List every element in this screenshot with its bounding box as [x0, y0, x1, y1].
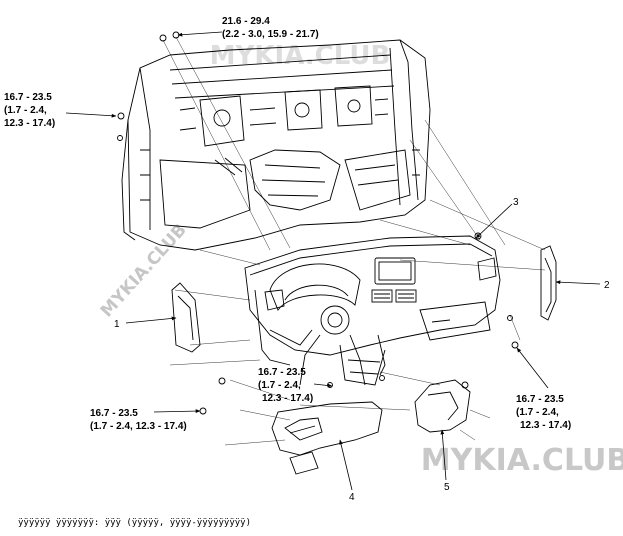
callout-5: 5 [444, 482, 450, 493]
torque-spec-top: 21.6 - 29.4 (2.2 - 3.0, 15.9 - 21.7) [222, 16, 319, 40]
vehicle-body-cowl [117, 31, 431, 251]
crash-pad-assembly [199, 232, 519, 415]
torque-spec-right: 16.7 - 23.5 (1.7 - 2.4, 12.3 - 17.4) [516, 394, 571, 431]
torque-leaders [65, 31, 549, 414]
console-side-cover [414, 379, 471, 433]
lower-crash-pad-panel [271, 401, 383, 475]
watermark-bottom-right: MYKIA.CLUB [421, 443, 623, 478]
torque-leader-lower-left [153, 409, 201, 414]
torque-spec-center: 16.7 - 23.5 (1.7 - 2.4, 12.3 - 17.4) [258, 367, 313, 404]
torque-leader-right [516, 347, 549, 389]
torque-leader-center [313, 383, 333, 388]
callout-2: 2 [604, 280, 610, 291]
callout-3: 3 [513, 197, 519, 208]
watermark-top: MYKIA.CLUB [210, 41, 391, 71]
callout-1: 1 [114, 319, 120, 330]
left-side-cover [171, 282, 201, 353]
torque-leader-top [177, 31, 223, 37]
figure-caption: ÿÿÿÿÿÿ ÿÿÿÿÿÿÿ: ÿÿÿ (ÿÿÿÿÿ, ÿÿÿÿ-ÿÿÿÿÿÿÿ… [18, 518, 251, 528]
callout-leaders [125, 203, 601, 491]
torque-spec-upper-left: 16.7 - 23.5 (1.7 - 2.4, 12.3 - 17.4) [4, 92, 55, 129]
callout-4: 4 [349, 492, 355, 503]
torque-spec-lower-left: 16.7 - 23.5 (1.7 - 2.4, 12.3 - 17.4) [90, 408, 187, 432]
projection-lines [162, 36, 546, 446]
right-side-cover [540, 245, 557, 321]
watermark-diagonal: MYKIA.CLUB [97, 220, 191, 321]
torque-leader-upper-left [65, 112, 117, 118]
